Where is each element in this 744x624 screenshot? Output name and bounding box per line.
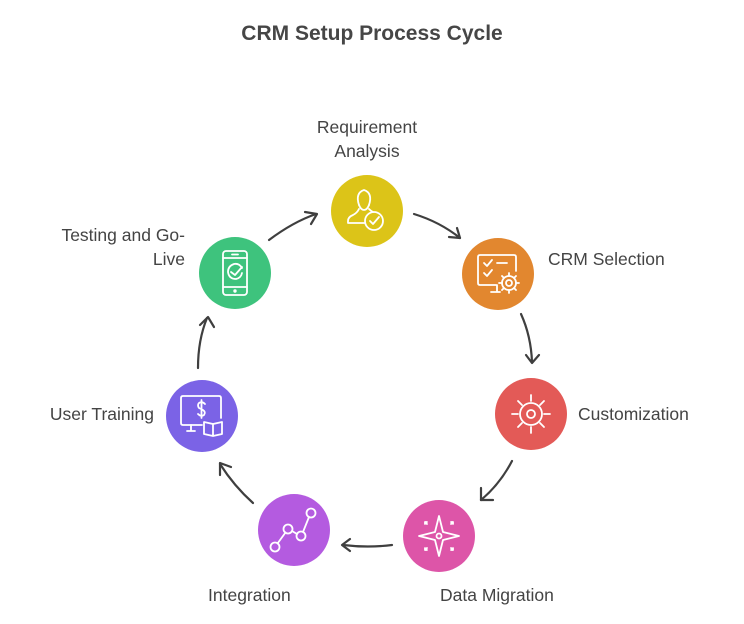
sun-gear-icon — [495, 378, 567, 450]
label-testing-go-live: Testing and Go- Live — [20, 223, 185, 271]
label-integration: Integration — [208, 585, 291, 605]
label-customization: Customization — [578, 404, 689, 424]
arrow-integration-to-training — [218, 461, 255, 505]
label-user-training: User Training — [49, 404, 154, 424]
arrow-requirement-to-selection — [412, 212, 462, 240]
label-line: Live — [152, 249, 185, 269]
line-graph-icon — [258, 494, 330, 566]
label-line: Requirement — [316, 117, 418, 137]
arrow-selection-to-customization — [519, 312, 541, 365]
step-customization — [495, 378, 567, 450]
arrow-customization-to-migration — [479, 459, 514, 502]
label-crm-selection: CRM Selection — [548, 249, 665, 269]
user-check-icon — [331, 175, 403, 247]
monitor-dollar-book-icon — [166, 380, 238, 452]
arrow-testing-to-requirement — [267, 210, 319, 242]
step-testing-go-live — [199, 237, 271, 309]
phone-check-icon — [199, 237, 271, 309]
label-data-migration: Data Migration — [440, 585, 554, 605]
label-requirement-analysis: Requirement Analysis — [290, 115, 444, 163]
label-line: Testing and Go- — [61, 225, 185, 245]
diagram-title: CRM Setup Process Cycle — [241, 22, 503, 45]
monitor-checklist-gear-icon — [462, 238, 534, 310]
arrow-training-to-testing — [196, 315, 216, 370]
step-user-training — [166, 380, 238, 452]
arrow-migration-to-integration — [340, 537, 394, 553]
label-line: Analysis — [334, 141, 400, 161]
step-requirement-analysis — [331, 175, 403, 247]
compass-star-icon — [403, 500, 475, 572]
step-data-migration — [403, 500, 475, 572]
step-integration — [258, 494, 330, 566]
step-crm-selection — [462, 238, 534, 310]
